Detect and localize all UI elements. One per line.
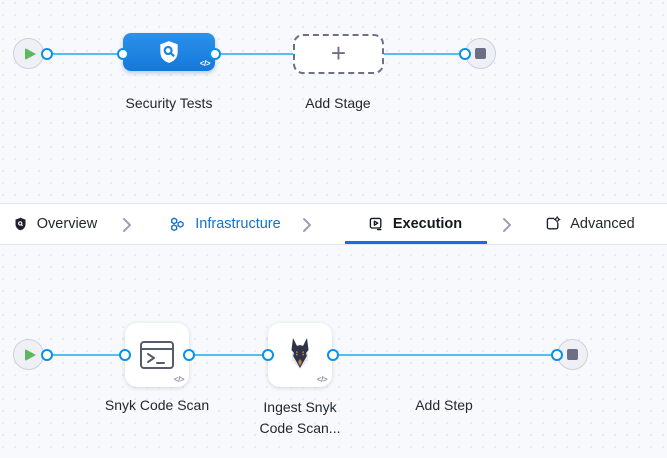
play-icon xyxy=(24,47,36,60)
terminal-icon xyxy=(139,340,175,370)
tab-execution[interactable]: Execution xyxy=(330,204,500,244)
tab-label: Advanced xyxy=(570,216,635,232)
connector-port[interactable] xyxy=(262,349,274,361)
play-square-icon xyxy=(368,216,384,232)
flow-line xyxy=(45,53,466,55)
stage-graph-canvas: </> Security Tests + Add Stage xyxy=(0,0,667,203)
chevron-right-icon xyxy=(121,217,133,233)
tab-label: Execution xyxy=(392,216,463,232)
stage-node-label: Security Tests xyxy=(125,95,213,111)
tab-advanced[interactable]: Advanced xyxy=(510,204,667,244)
connector-port[interactable] xyxy=(327,349,339,361)
snyk-dog-icon xyxy=(284,337,316,373)
security-shield-scan-icon xyxy=(156,39,182,65)
add-stage-label: Add Stage xyxy=(305,95,371,111)
connector-port[interactable] xyxy=(119,349,131,361)
connector-port[interactable] xyxy=(41,349,53,361)
plus-icon: + xyxy=(330,38,347,68)
connector-port[interactable] xyxy=(209,48,221,60)
pipeline-end-node xyxy=(465,38,496,69)
step-node-label: Ingest Snyk Code Scan... xyxy=(259,399,341,436)
step-node-label: Snyk Code Scan xyxy=(104,397,210,413)
pipeline-start-node xyxy=(13,38,44,69)
shield-icon xyxy=(13,216,28,232)
code-badge: </> xyxy=(199,59,211,68)
chevron-right-icon xyxy=(301,217,313,233)
tab-infrastructure[interactable]: Infrastructure xyxy=(150,204,300,244)
execution-end-node xyxy=(557,339,588,370)
execution-graph-canvas: </> Snyk Code Scan </> Ingest Snyk xyxy=(0,245,667,458)
play-icon xyxy=(24,348,36,361)
step-node-snyk-code-scan[interactable]: </> xyxy=(125,323,189,387)
add-stage-button[interactable]: + xyxy=(293,34,384,74)
connector-port[interactable] xyxy=(183,349,195,361)
code-badge: </> xyxy=(316,375,328,384)
connector-port[interactable] xyxy=(41,48,53,60)
execution-start-node xyxy=(13,339,44,370)
stop-icon xyxy=(475,48,486,59)
stop-icon xyxy=(567,349,578,360)
connector-port[interactable] xyxy=(117,48,129,60)
stage-tab-bar: Overview Infrastructure xyxy=(0,203,667,245)
active-tab-underline xyxy=(345,241,487,244)
connector-port[interactable] xyxy=(551,349,563,361)
step-node-ingest-snyk[interactable]: </> xyxy=(268,323,332,387)
hexagon-cluster-icon xyxy=(169,216,186,233)
tab-label: Infrastructure xyxy=(195,216,281,232)
file-gear-icon xyxy=(545,216,561,232)
stage-node-security-tests[interactable]: </> xyxy=(123,33,215,71)
chevron-right-icon xyxy=(501,217,513,233)
code-badge: </> xyxy=(173,375,185,384)
tab-overview[interactable]: Overview xyxy=(0,204,110,244)
add-step-label: Add Step xyxy=(415,397,473,413)
tab-label: Overview xyxy=(36,216,98,232)
connector-port[interactable] xyxy=(459,48,471,60)
